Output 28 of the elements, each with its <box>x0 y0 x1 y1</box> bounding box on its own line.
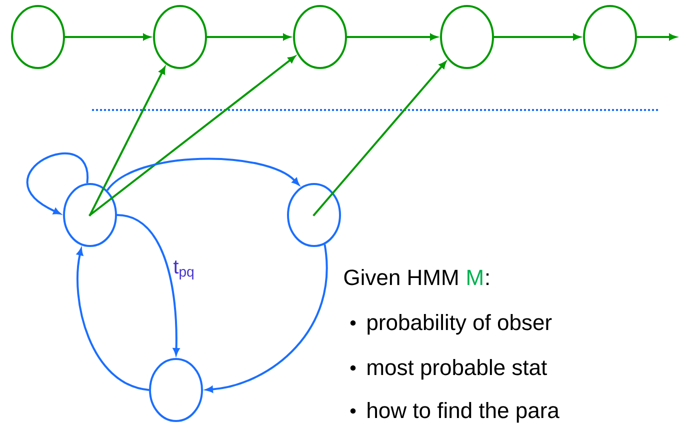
arrow <box>88 66 166 216</box>
arrow <box>207 34 290 40</box>
bullet-text: most probable stat <box>368 359 547 380</box>
arrow <box>637 34 676 40</box>
arrow <box>206 244 328 393</box>
bullet-text: probability of obser <box>368 314 552 335</box>
arrow <box>26 152 88 214</box>
edge-label: t$_{pq}$ <box>172 260 196 280</box>
arrow <box>88 56 296 216</box>
arrow <box>65 34 150 40</box>
state-circle <box>153 5 207 69</box>
arrow <box>106 158 300 192</box>
arrow <box>347 34 438 40</box>
state-circle <box>583 5 637 69</box>
state-circle <box>293 5 347 69</box>
state-circle <box>63 183 117 247</box>
arrow <box>494 34 580 40</box>
state-circle <box>149 358 203 422</box>
arrow <box>76 248 150 391</box>
heading-text: : <box>486 273 489 285</box>
state-circle <box>287 183 341 247</box>
bullet-text: how to find the para <box>368 402 560 423</box>
heading-text: Given HMM <box>344 269 458 286</box>
model-symbol: M <box>468 270 482 285</box>
state-circle <box>440 5 494 69</box>
state-circle <box>11 5 65 69</box>
arrow <box>116 214 180 356</box>
arrow <box>312 61 446 216</box>
